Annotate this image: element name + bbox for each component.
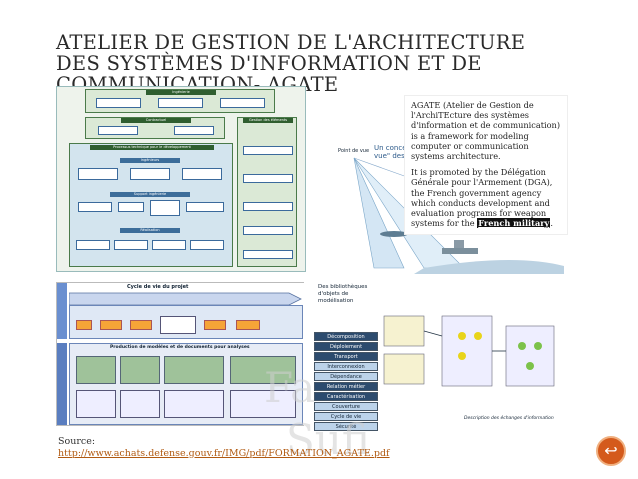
diagram-box: [243, 250, 293, 259]
diagram-box: [158, 98, 203, 108]
source-block: Source: http://www.achats.defense.gouv.f…: [58, 436, 390, 459]
ingenierie-header: Ingénierie: [146, 90, 216, 95]
stack-item: Dépendance: [314, 372, 378, 381]
model-group: [120, 356, 160, 384]
lifecycle-diagram: Cycle de vie du projet Production de mod…: [56, 282, 306, 426]
process-diagram: Ingénierie Contractuel Gestion des éléme…: [56, 86, 306, 272]
lane-top: [69, 305, 303, 339]
diagram-box: [243, 226, 293, 235]
support-header: Support ingénierie: [110, 192, 190, 197]
diagram-box: [174, 126, 214, 135]
lane-label-management: [57, 283, 67, 339]
stack-item: Relation métier: [314, 382, 378, 391]
watermark-line-2: Sufi: [286, 415, 370, 464]
contractuel-block: Contractuel: [85, 117, 225, 139]
doc-group: [164, 390, 224, 418]
lane-bottom: Production de modèles et de documents po…: [69, 343, 303, 425]
diagram-box: [78, 202, 112, 212]
vue-label: vue" des arch: [374, 152, 423, 160]
source-link[interactable]: http://www.achats.defense.gouv.fr/IMG/pd…: [58, 447, 390, 459]
stack-item: Déploiement: [314, 342, 378, 351]
ingenierie-block: Ingénierie: [85, 89, 275, 113]
phase-box: [204, 320, 226, 330]
realisation-header: Réalisation: [120, 228, 180, 233]
arrow-icon: ↩: [604, 441, 618, 460]
stack-item: Interconnexion: [314, 362, 378, 371]
phase-box: [100, 320, 122, 330]
diagram-box: [190, 240, 224, 250]
description-para-1: AGATE (Atelier de Gestion de l'ArchiTEct…: [411, 100, 561, 162]
description-para-2-end: .: [550, 218, 553, 229]
description-para-2-text: It is promoted by the Délégation Général…: [411, 167, 553, 229]
gestion-block: Gestion des éléments: [237, 117, 297, 267]
diagram-box: [76, 240, 110, 250]
library-heading: Des bibliothèques d'objets de modélisati…: [318, 284, 368, 304]
gestion-header: Gestion des éléments: [243, 118, 293, 123]
diagram-box: [243, 202, 293, 211]
lane-label-technique: [57, 343, 67, 425]
concept-label: Un concept d: [374, 144, 421, 152]
diagram-box: [96, 98, 141, 108]
title-line-1: ATELIER DE GESTION DE L'ARCHITECTURE: [56, 31, 526, 54]
diagram-box: [114, 240, 148, 250]
processus-header: Processus technique pour le développemen…: [90, 145, 214, 150]
diagram-box: [182, 168, 222, 180]
diagram-box: [186, 202, 224, 212]
nav-button[interactable]: ↩: [596, 436, 626, 466]
diagram-note: [150, 200, 180, 216]
doc-group: [230, 390, 296, 418]
point-de-vue-label: Point de vue: [338, 148, 370, 154]
phase-box: [76, 320, 92, 330]
stack-item: Caractérisation: [314, 392, 378, 401]
description-para-2: It is promoted by the Délégation Général…: [411, 167, 561, 229]
lifecycle-arrow: [69, 292, 302, 306]
library-diagram: Des bibliothèques d'objets de modélisati…: [304, 282, 564, 431]
ingenieurs-header: Ingénieurs: [120, 158, 180, 163]
diagram-box: [78, 168, 118, 180]
exchange-diagram: [383, 315, 555, 387]
description-textbox: AGATE (Atelier de Gestion de l'ArchiTEct…: [404, 95, 568, 235]
contractuel-header: Contractuel: [121, 118, 191, 123]
doc-group: [120, 390, 160, 418]
diagram-box: [243, 174, 293, 183]
diagram-box: [220, 98, 265, 108]
processus-block: Processus technique pour le développemen…: [69, 143, 233, 267]
title-line-2: DES SYSTÈMES D'INFORMATION ET DE: [56, 52, 482, 75]
diagram-box: [152, 240, 186, 250]
diagram-box: [130, 168, 170, 180]
component-box: [160, 316, 196, 334]
phase-box: [130, 320, 152, 330]
model-group: [230, 356, 296, 384]
source-label: Source:: [58, 436, 96, 447]
diagram-box: [243, 146, 293, 155]
model-group: [76, 356, 116, 384]
stack-item: Sécurité: [314, 422, 378, 431]
model-group: [164, 356, 224, 384]
diagram-box: [118, 202, 144, 212]
phase-box: [236, 320, 260, 330]
cycle-label: Cycle de vie du projet: [127, 284, 189, 290]
stack-item: Décomposition: [314, 332, 378, 341]
watermark-line-1: Fa: [264, 363, 316, 412]
doc-group: [76, 390, 116, 418]
stack-item: Couverture: [314, 402, 378, 411]
library-footnote: Description des échanges d'information: [464, 416, 554, 421]
production-label: Production de modèles et de documents po…: [110, 345, 250, 350]
stack-item: Transport: [314, 352, 378, 361]
object-stack: Décomposition Déploiement Transport Inte…: [314, 332, 378, 432]
french-military-link[interactable]: French military: [477, 218, 551, 229]
stack-item: Cycle de vie: [314, 412, 378, 421]
diagram-box: [98, 126, 138, 135]
